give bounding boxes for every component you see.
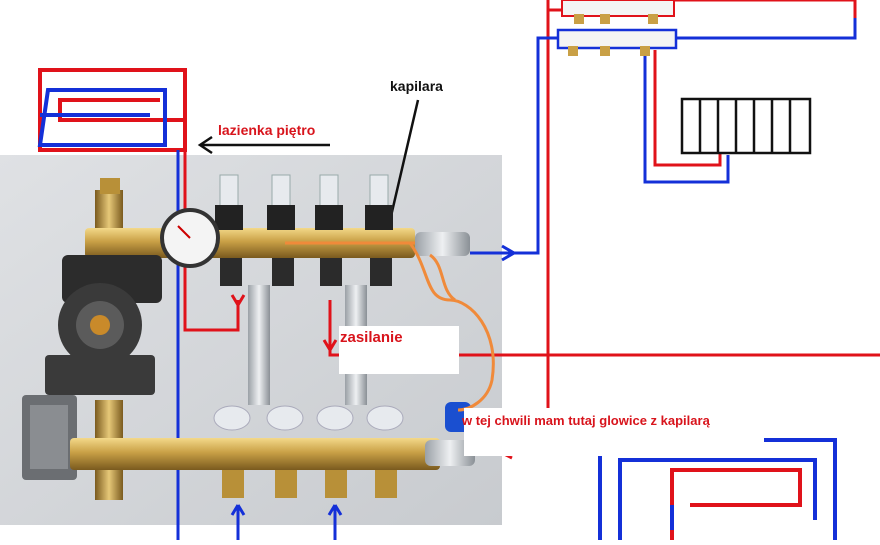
circulation-pump-icon — [45, 255, 162, 395]
upper-small-manifold — [556, 0, 678, 56]
label-lazienka: lazienka piętro — [218, 122, 316, 138]
flow-meters — [215, 174, 393, 230]
label-zasilanie: zasilanie — [340, 329, 403, 346]
arrow-up-icon — [230, 504, 246, 516]
label-background — [339, 326, 459, 374]
arrow-left-icon — [197, 135, 330, 155]
arrow-down-icon — [322, 339, 338, 351]
floor-loop-bathroom — [37, 68, 187, 152]
arrow-up-icon — [327, 504, 343, 516]
label-background — [464, 408, 764, 456]
radiator-icon — [680, 97, 812, 155]
flow-arrows — [197, 135, 517, 516]
arrow-down-icon — [230, 294, 246, 306]
arrow-right-icon — [490, 244, 517, 262]
pressure-gauge-icon — [160, 208, 220, 268]
label-kapilara: kapilara — [390, 78, 443, 94]
label-glowica: w tej chwili mam tutaj glowice z kapilar… — [462, 413, 710, 428]
capillary-line — [285, 241, 495, 412]
